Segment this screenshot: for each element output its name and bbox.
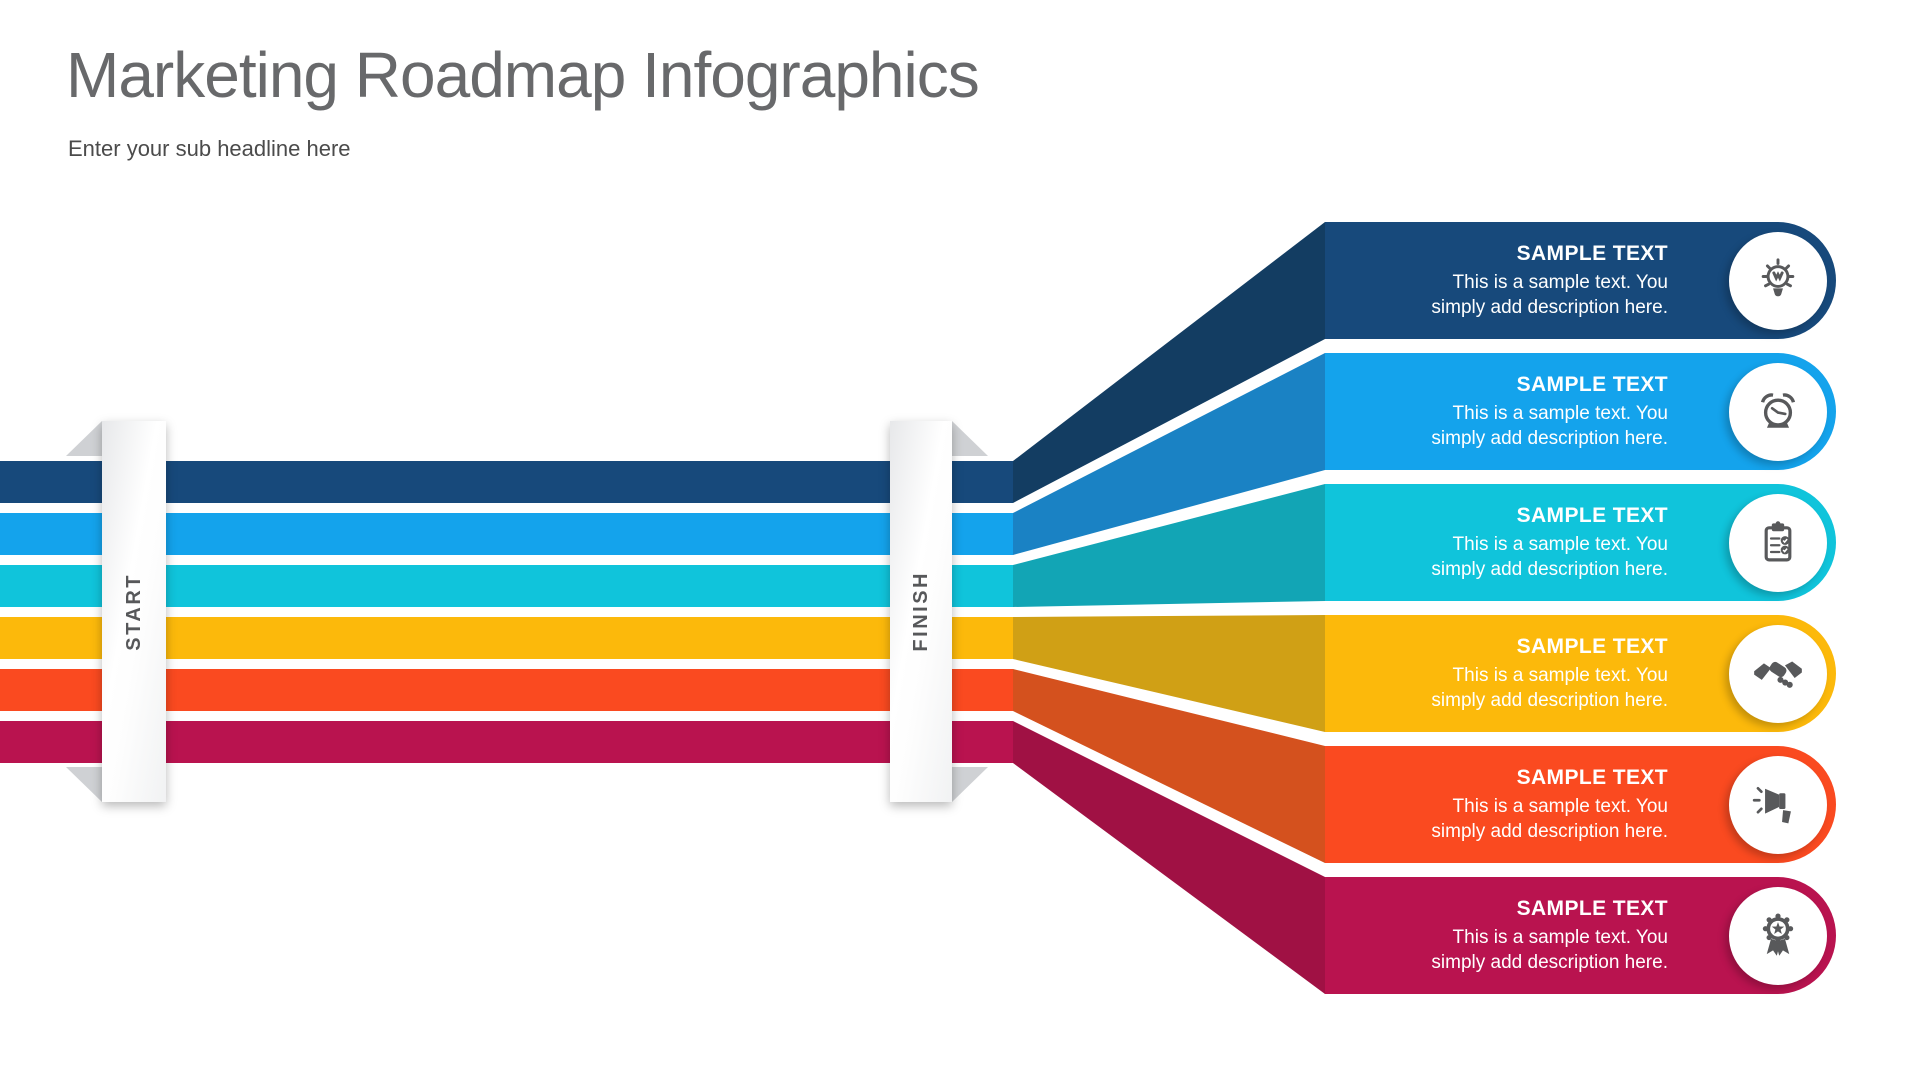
card-text: SAMPLE TEXT This is a sample text. You s… xyxy=(1431,242,1668,320)
card-text: SAMPLE TEXT This is a sample text. You s… xyxy=(1431,897,1668,975)
card-title: SAMPLE TEXT xyxy=(1516,241,1668,265)
page-subtitle: Enter your sub headline here xyxy=(68,136,351,161)
card-title: SAMPLE TEXT xyxy=(1516,503,1668,527)
award-medal-icon xyxy=(1762,913,1794,956)
finish-ribbon: FINISH xyxy=(890,421,952,802)
card-text: SAMPLE TEXT This is a sample text. You s… xyxy=(1431,504,1668,582)
fan-band-4 xyxy=(1013,615,1325,732)
card-description-line: This is a sample text. You xyxy=(1452,795,1668,817)
track-bar-6 xyxy=(0,721,1013,763)
card-description-line: simply add description here. xyxy=(1431,558,1668,580)
card-title: SAMPLE TEXT xyxy=(1516,634,1668,658)
card-description-line: This is a sample text. You xyxy=(1452,271,1668,293)
fan-band-2 xyxy=(1013,353,1325,555)
card-icon-circle xyxy=(1729,624,1827,723)
roadmap-card-3: SAMPLE TEXT This is a sample text. You s… xyxy=(1325,484,1836,601)
card-description-line: simply add description here. xyxy=(1431,689,1668,711)
finish-label: FINISH xyxy=(909,571,932,652)
track-bar-4 xyxy=(0,617,1013,659)
card-icon-circle xyxy=(1729,362,1827,461)
roadmap-card-2: SAMPLE TEXT This is a sample text. You s… xyxy=(1325,353,1836,470)
ribbon-fold xyxy=(66,421,102,456)
page-title: Marketing Roadmap Infographics xyxy=(66,39,980,111)
card-title: SAMPLE TEXT xyxy=(1516,896,1668,920)
card-icon-circle xyxy=(1729,493,1827,592)
handshake-icon xyxy=(1754,661,1802,688)
track-bar-5 xyxy=(0,669,1013,711)
roadmap-card-6: SAMPLE TEXT This is a sample text. You s… xyxy=(1325,877,1836,994)
clipboard-icon xyxy=(1764,520,1792,561)
card-description-line: This is a sample text. You xyxy=(1452,926,1668,948)
card-description-line: This is a sample text. You xyxy=(1452,402,1668,424)
megaphone-icon xyxy=(1752,786,1791,823)
ribbon-fold xyxy=(952,767,988,802)
card-description-line: simply add description here. xyxy=(1431,951,1668,973)
card-description-line: This is a sample text. You xyxy=(1452,533,1668,555)
track-bar-3 xyxy=(0,565,1013,607)
card-text: SAMPLE TEXT This is a sample text. You s… xyxy=(1431,766,1668,844)
card-description-line: simply add description here. xyxy=(1431,296,1668,318)
card-text: SAMPLE TEXT This is a sample text. You s… xyxy=(1431,635,1668,713)
card-icon-circle xyxy=(1729,231,1827,330)
fan-band-6 xyxy=(1013,721,1325,994)
roadmap-card-1: SAMPLE TEXT This is a sample text. You s… xyxy=(1325,222,1836,339)
card-description-line: simply add description here. xyxy=(1431,820,1668,842)
start-label: START xyxy=(122,572,145,651)
ribbon-fold xyxy=(952,421,988,456)
track-bar-2 xyxy=(0,513,1013,555)
card-description-line: This is a sample text. You xyxy=(1452,664,1668,686)
roadmap-card-4: SAMPLE TEXT This is a sample text. You s… xyxy=(1325,615,1836,732)
lightbulb-icon xyxy=(1761,257,1795,296)
card-icon-circle xyxy=(1729,755,1827,854)
fan-band-5 xyxy=(1013,669,1325,863)
fan-band-1 xyxy=(1013,222,1325,503)
alarm-clock-icon xyxy=(1760,392,1796,428)
ribbon-fold xyxy=(66,767,102,802)
start-ribbon: START xyxy=(102,421,166,802)
roadmap-card-5: SAMPLE TEXT This is a sample text. You s… xyxy=(1325,746,1836,863)
card-title: SAMPLE TEXT xyxy=(1516,372,1668,396)
card-description-line: simply add description here. xyxy=(1431,427,1668,449)
track-bar-1 xyxy=(0,461,1013,503)
card-icon-circle xyxy=(1729,886,1827,985)
card-text: SAMPLE TEXT This is a sample text. You s… xyxy=(1431,373,1668,451)
fan-band-3 xyxy=(1013,484,1325,607)
card-title: SAMPLE TEXT xyxy=(1516,765,1668,789)
